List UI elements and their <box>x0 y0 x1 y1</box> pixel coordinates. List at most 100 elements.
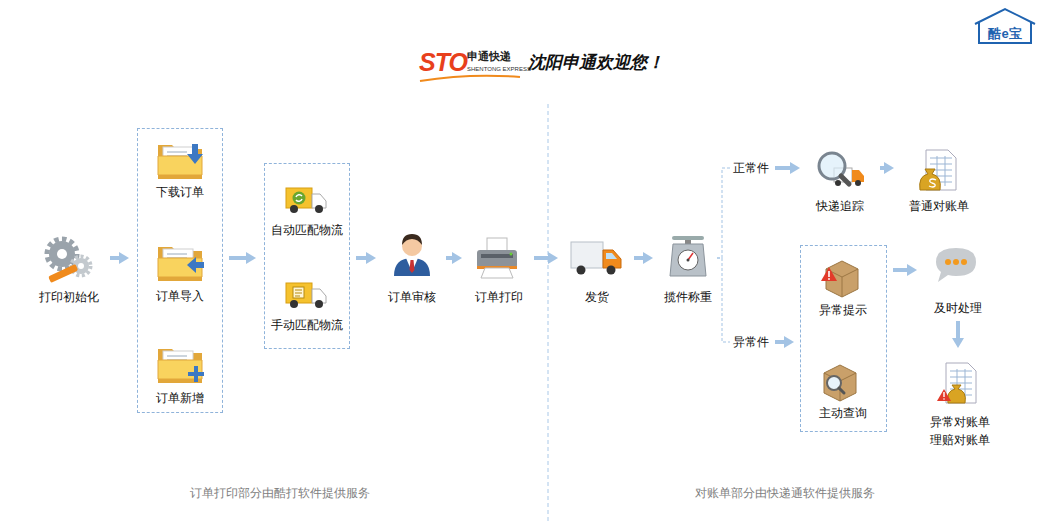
arrow-shaft <box>956 321 960 339</box>
query-box-icon-part <box>824 373 856 401</box>
truck-manual-icon-part <box>293 287 304 298</box>
icon-node: 订单新增 <box>142 340 218 407</box>
flow-arrow <box>446 252 462 264</box>
truck-auto-icon-part <box>293 192 306 205</box>
bubble-icon <box>936 248 976 282</box>
arrow-head <box>952 338 964 348</box>
icon-node: 异常提示 <box>806 252 880 319</box>
folder-import-icon <box>158 247 204 281</box>
logo-swoosh <box>420 76 520 81</box>
node-label: 揽件称重 <box>664 289 712 306</box>
node-label: 普通对账单 <box>909 198 969 215</box>
logo-mark: STO <box>419 50 467 75</box>
abnormal-statement-icon <box>937 363 976 403</box>
node-label: 下载订单 <box>156 184 204 201</box>
query-box-icon-part <box>824 365 856 401</box>
truck-manual-icon-part <box>315 300 323 308</box>
truck-manual-icon <box>286 283 326 308</box>
abnormal-statement-icon-part <box>943 398 945 400</box>
branch-line <box>717 258 730 342</box>
bubble-icon-part <box>945 259 951 265</box>
arrow-head <box>548 252 558 264</box>
node-label: 自动匹配物流 <box>271 222 343 239</box>
delivery-truck-icon <box>571 242 621 275</box>
printer-icon-part <box>510 253 513 256</box>
dashed-group: 下载订单订单导入订单新增 <box>137 128 223 413</box>
node-label: 打印初始化 <box>39 289 99 306</box>
arrow-head <box>790 162 800 174</box>
icon-node: 揽件称重 <box>661 228 715 306</box>
scale-icon <box>670 236 706 276</box>
node-label: 手动匹配物流 <box>271 317 343 334</box>
query-box-icon <box>824 365 856 401</box>
abnormal-statement-icon-part <box>937 389 951 401</box>
gears-icon-part-part <box>57 249 67 259</box>
delivery-truck-icon-part <box>571 242 603 268</box>
scale-icon-part <box>678 250 698 270</box>
flow-arrow <box>952 321 964 348</box>
arrow-head <box>643 252 653 264</box>
house-logo-part <box>979 22 1031 43</box>
folder-new-icon <box>158 349 204 383</box>
abnormal-statement-icon-part <box>946 363 976 403</box>
node-label: 异常提示 <box>819 302 867 319</box>
folder-download-icon-part <box>187 144 203 164</box>
icon-node: 及时处理 <box>925 243 990 317</box>
watermark-logo: 酷e宝 <box>988 27 1021 40</box>
gears-icon-part-part <box>78 263 84 269</box>
gears-icon-part-part <box>47 239 77 269</box>
arrow-head <box>784 336 794 348</box>
alert-box-icon <box>821 261 858 297</box>
house-logo <box>975 9 1035 43</box>
node-label: 主动查询 <box>819 405 867 422</box>
truck-manual-icon-part <box>295 290 302 296</box>
tracking-icon-part <box>841 176 849 184</box>
icon-node: 订单打印 <box>470 226 528 306</box>
node-label: 订单导入 <box>156 288 204 305</box>
arrow-shaft <box>229 256 247 260</box>
arrow-shaft <box>634 256 644 260</box>
arrow-shaft <box>356 256 367 260</box>
branch-line <box>717 168 730 258</box>
arrow-shaft <box>110 256 120 260</box>
delivery-truck-icon-part <box>577 266 586 275</box>
node-label: 发货 <box>585 289 609 306</box>
delivery-truck-icon-part <box>606 253 617 259</box>
flow-arrow <box>893 264 917 276</box>
printer-icon-part <box>481 268 513 278</box>
arrow-head <box>366 252 376 264</box>
statement-icon-part <box>929 179 936 187</box>
reviewer-icon-part <box>406 258 418 272</box>
truck-auto-icon-part <box>290 205 298 213</box>
arrow-head <box>907 264 917 276</box>
scale-icon-part <box>687 259 690 262</box>
reviewer-icon <box>394 234 430 276</box>
folder-download-icon-part <box>158 145 202 179</box>
divider-line <box>548 104 549 522</box>
flow-arrow <box>229 252 256 264</box>
alert-box-icon-part <box>821 267 837 281</box>
bubble-icon-part <box>953 259 959 265</box>
dashed-group: 异常提示主动查询 <box>800 245 887 432</box>
footer-note: 对账单部分由快递通软件提供服务 <box>695 486 875 500</box>
query-box-icon-part <box>839 388 844 393</box>
bubble-icon-part <box>961 259 967 265</box>
icon-node: 发货 <box>566 226 628 306</box>
gears-icon-part <box>48 264 78 283</box>
arrow-head <box>452 252 462 264</box>
logo-name: 申通快递 <box>467 51 511 62</box>
dashed-group: 自动匹配物流手动匹配物流 <box>264 163 350 349</box>
flow-arrow <box>717 162 800 258</box>
house-logo-part <box>975 9 1035 24</box>
alert-box-icon-part <box>828 271 830 277</box>
gears-icon-part <box>47 239 77 269</box>
icon-node: 手动匹配物流 <box>267 268 347 334</box>
arrow-head <box>884 162 894 174</box>
folder-import-icon-part <box>187 257 204 273</box>
truck-auto-icon-part <box>296 195 302 202</box>
scale-icon-part <box>672 236 704 240</box>
truck-auto-icon-part <box>286 188 312 208</box>
